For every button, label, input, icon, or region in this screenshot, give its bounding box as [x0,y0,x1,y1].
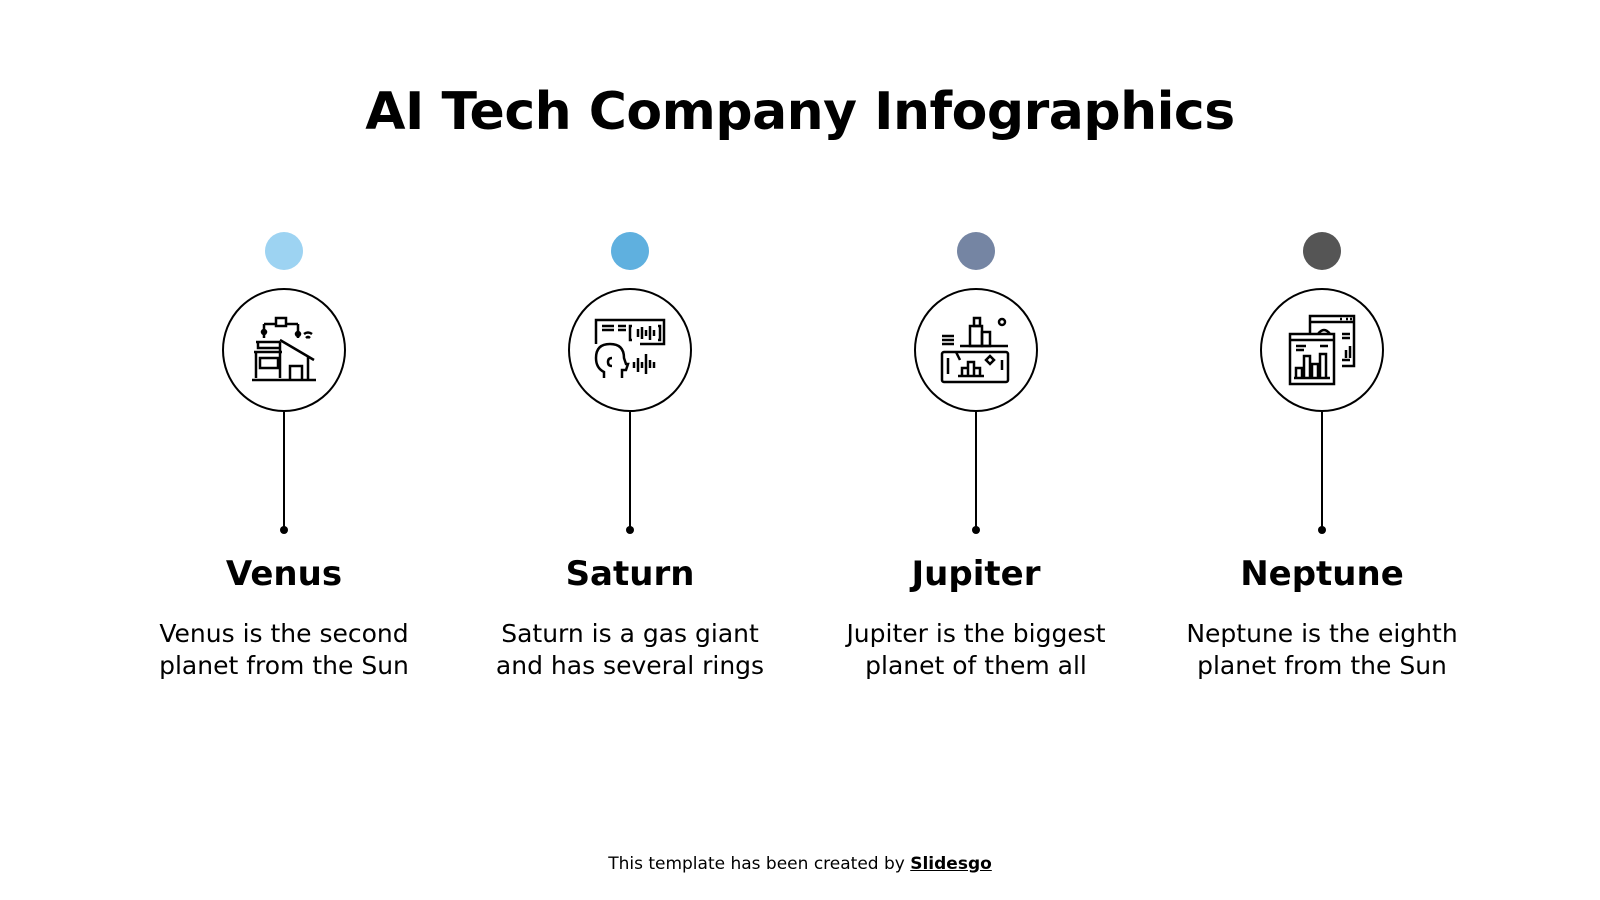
smart-home-icon [252,316,316,382]
item-name: Venus [225,554,343,594]
item-description: Saturn is a gas giant and has several ri… [495,619,765,680]
item-name: Neptune [1240,554,1404,594]
item-saturn: Saturn Saturn is a gas giant and has sev… [480,232,780,682]
connector-line [1318,412,1326,534]
item-neptune: Neptune Neptune is the eighth planet fro… [1172,232,1472,682]
connector-line [280,412,288,534]
item-description: Neptune is the eighth planet from the Su… [1186,619,1458,680]
footer-credit: This template has been created by Slides… [0,854,1600,874]
item-name: Saturn [565,554,695,594]
data-analytics-icon [1288,314,1356,386]
voice-recognition-icon [594,318,666,378]
item-venus: Venus Venus is the second planet from th… [134,232,434,682]
color-dot [611,232,649,270]
page-title: AI Tech Company Infographics [365,82,1235,142]
icon-circle [1260,288,1384,412]
item-jupiter: Jupiter Jupiter is the biggest planet of… [826,232,1126,682]
color-dot [265,232,303,270]
connector-line [972,412,980,534]
smart-city-icon [940,316,1010,384]
color-dot [957,232,995,270]
slidesgo-link[interactable]: Slidesgo [910,854,992,874]
icon-circle [568,288,692,412]
item-description: Jupiter is the biggest planet of them al… [846,619,1106,680]
connector-line [626,412,634,534]
footer-text: This template has been created by [608,854,911,874]
icon-circle [914,288,1038,412]
icon-circle [222,288,346,412]
item-description: Venus is the second planet from the Sun [159,619,409,680]
item-name: Jupiter [911,554,1041,594]
color-dot [1303,232,1341,270]
